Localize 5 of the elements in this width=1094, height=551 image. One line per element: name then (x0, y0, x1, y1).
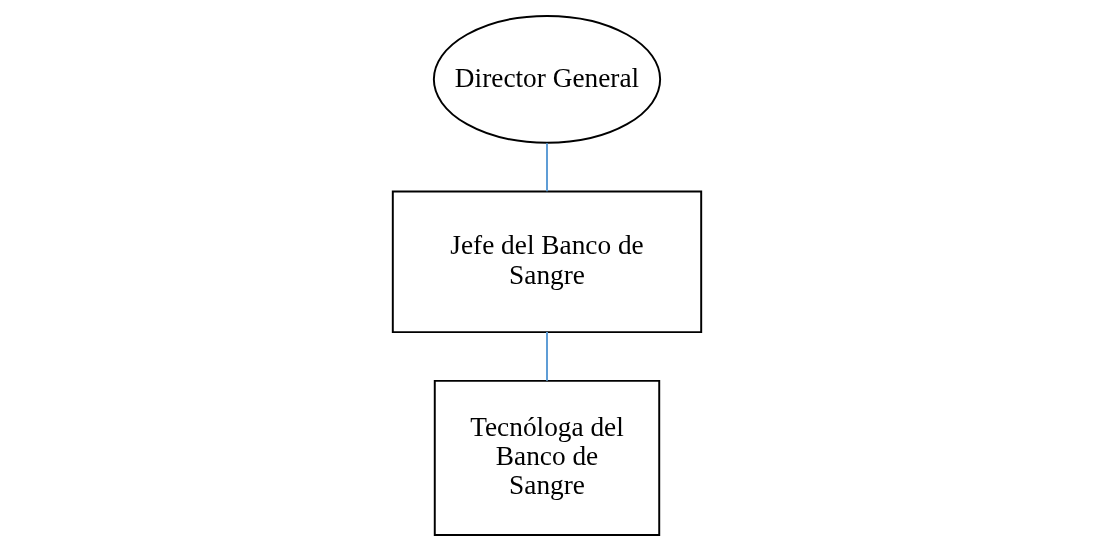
connector (546, 142, 548, 193)
node-box: Tecnóloga del Banco de Sangre (433, 379, 661, 537)
node-ellipse: Director General (432, 14, 662, 144)
node-box: Jefe del Banco de Sangre (391, 190, 703, 334)
connector (546, 331, 548, 382)
